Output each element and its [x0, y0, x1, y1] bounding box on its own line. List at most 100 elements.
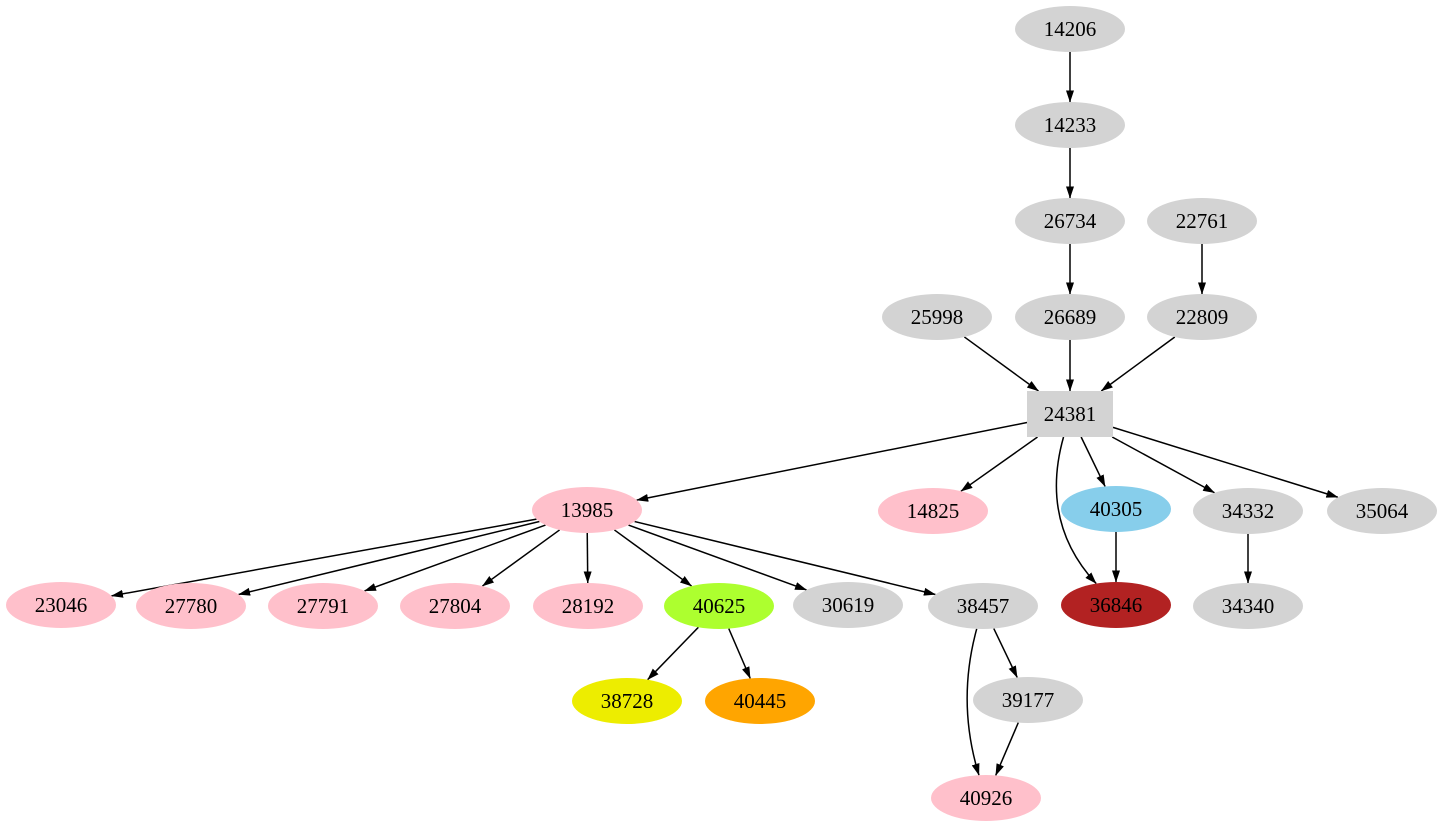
node-label: 27791 — [297, 594, 350, 618]
node-label: 22761 — [1176, 209, 1229, 233]
ellipse-node-shape — [882, 294, 992, 340]
ellipse-node-shape — [973, 677, 1083, 723]
node-34332: 34332 — [1193, 488, 1303, 534]
edge-22809-24381 — [1100, 336, 1176, 392]
node-24381: 24381 — [1027, 391, 1113, 437]
edge-40625-38728 — [647, 626, 699, 681]
node-label: 24381 — [1044, 402, 1097, 426]
box-node-shape — [1027, 391, 1113, 437]
ellipse-node-shape — [6, 582, 116, 628]
ellipse-node-shape — [1015, 6, 1125, 52]
node-40305: 40305 — [1061, 486, 1171, 532]
node-label: 34332 — [1222, 499, 1275, 523]
node-27791: 27791 — [268, 583, 378, 629]
edge-13985-30619 — [628, 524, 807, 591]
node-label: 30619 — [822, 593, 875, 617]
ellipse-node-shape — [1147, 198, 1257, 244]
node-38457: 38457 — [928, 583, 1038, 629]
edge-24381-35064 — [1112, 426, 1339, 498]
ellipse-node-shape — [1061, 582, 1171, 628]
node-22761: 22761 — [1147, 198, 1257, 244]
node-23046: 23046 — [6, 582, 116, 628]
node-label: 28192 — [562, 594, 615, 618]
node-label: 40445 — [734, 689, 787, 713]
ellipse-node-shape — [1193, 488, 1303, 534]
ellipse-node-shape — [664, 583, 774, 629]
node-26689: 26689 — [1015, 294, 1125, 340]
ellipse-node-shape — [793, 582, 903, 628]
edge-13985-38457 — [634, 520, 936, 596]
node-label: 27780 — [165, 594, 218, 618]
ellipse-node-shape — [532, 487, 642, 533]
node-label: 23046 — [35, 593, 88, 617]
node-27804: 27804 — [400, 583, 510, 629]
edge-13985-28192 — [583, 532, 592, 584]
ellipse-node-shape — [1015, 294, 1125, 340]
ellipse-node-shape — [878, 488, 988, 534]
node-35064: 35064 — [1327, 488, 1437, 534]
edge-13985-27791 — [364, 524, 546, 592]
edge-13985-40625 — [613, 529, 693, 587]
node-label: 22809 — [1176, 305, 1229, 329]
edge-38457-39177 — [993, 628, 1018, 678]
node-label: 25998 — [911, 305, 964, 329]
ellipse-node-shape — [400, 583, 510, 629]
edge-13985-27780 — [238, 520, 540, 596]
node-22809: 22809 — [1147, 294, 1257, 340]
node-34340: 34340 — [1193, 583, 1303, 629]
ellipse-node-shape — [533, 583, 643, 629]
node-label: 26734 — [1044, 209, 1097, 233]
node-layer: 14206 14233 26734 22761 25998 26689 22809 24381… — [6, 6, 1437, 821]
ellipse-node-shape — [1327, 488, 1437, 534]
node-28192: 28192 — [533, 583, 643, 629]
node-label: 27804 — [429, 594, 482, 618]
edge-40625-40445 — [728, 628, 751, 679]
node-14825: 14825 — [878, 488, 988, 534]
edge-24381-14825 — [960, 436, 1038, 492]
edge-layer — [110, 52, 1339, 776]
node-40625: 40625 — [664, 583, 774, 629]
node-label: 14206 — [1044, 17, 1097, 41]
edge-24381-34332 — [1111, 436, 1215, 494]
node-label: 14233 — [1044, 113, 1097, 137]
ellipse-node-shape — [931, 775, 1041, 821]
node-26734: 26734 — [1015, 198, 1125, 244]
node-label: 39177 — [1002, 688, 1055, 712]
node-label: 40926 — [960, 786, 1013, 810]
node-38728: 38728 — [572, 678, 682, 724]
edge-13985-27804 — [481, 529, 561, 587]
node-27780: 27780 — [136, 583, 246, 629]
node-label: 13985 — [561, 498, 614, 522]
node-30619: 30619 — [793, 582, 903, 628]
node-label: 35064 — [1356, 499, 1409, 523]
node-label: 40625 — [693, 594, 746, 618]
node-14233: 14233 — [1015, 102, 1125, 148]
edge-24381-13985 — [636, 421, 1028, 502]
edge-39177-40926 — [995, 722, 1019, 776]
ellipse-node-shape — [268, 583, 378, 629]
node-label: 38457 — [957, 594, 1010, 618]
ellipse-node-shape — [705, 678, 815, 724]
edge-38457-40926 — [966, 628, 980, 776]
node-label: 14825 — [907, 499, 960, 523]
edge-24381-40305 — [1080, 436, 1106, 487]
node-label: 34340 — [1222, 594, 1275, 618]
node-25998: 25998 — [882, 294, 992, 340]
node-label: 26689 — [1044, 305, 1097, 329]
ellipse-node-shape — [1147, 294, 1257, 340]
node-label: 36846 — [1090, 593, 1143, 617]
ellipse-node-shape — [1193, 583, 1303, 629]
node-label: 38728 — [601, 689, 654, 713]
ellipse-node-shape — [572, 678, 682, 724]
edge-13985-23046 — [110, 518, 537, 598]
node-40926: 40926 — [931, 775, 1041, 821]
node-40445: 40445 — [705, 678, 815, 724]
node-36846: 36846 — [1061, 582, 1171, 628]
ellipse-node-shape — [1015, 102, 1125, 148]
ellipse-node-shape — [928, 583, 1038, 629]
edge-25998-24381 — [963, 336, 1039, 392]
node-14206: 14206 — [1015, 6, 1125, 52]
ellipse-node-shape — [1015, 198, 1125, 244]
